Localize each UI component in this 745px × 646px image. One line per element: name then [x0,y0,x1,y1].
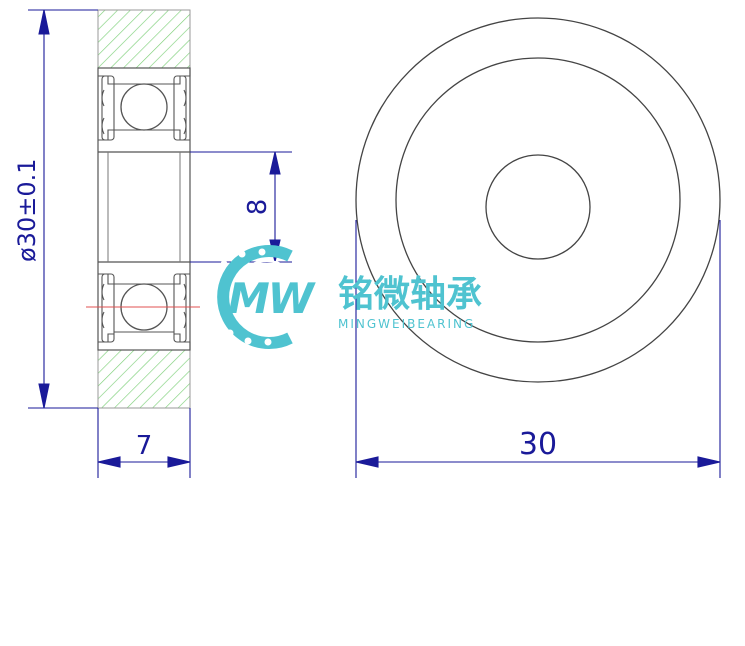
bottom-ball-section [98,273,191,351]
brand-name-cn: 铭微轴承 [338,274,482,315]
middle-circle [395,57,681,343]
bore-circle [485,154,591,260]
hatch-top [97,9,191,69]
dimension-outer-diameter [28,9,98,409]
brand-name-en: MINGWEIBEARING [338,317,475,331]
bearing-outline [97,67,191,351]
width-label: 7 [136,431,153,461]
bore-label: 8 [243,199,273,216]
logo-mark-text: MW [228,274,317,323]
dimension-front-diameter [355,220,721,478]
front-view [355,17,721,383]
dimension-bore [190,151,292,263]
dimension-width [97,408,191,478]
hatch-bottom [97,349,191,409]
top-ball-section [98,67,191,141]
ball-top [120,83,168,131]
bearing-ring-mark [206,245,293,349]
section-view [86,9,200,409]
outer-diameter-label: ø30±0.1 [13,159,41,263]
front-diameter-label: 30 [519,427,557,462]
brand-logo: MW 铭微轴承 MINGWEIBEARING [206,245,482,349]
outer-circle [355,17,721,383]
